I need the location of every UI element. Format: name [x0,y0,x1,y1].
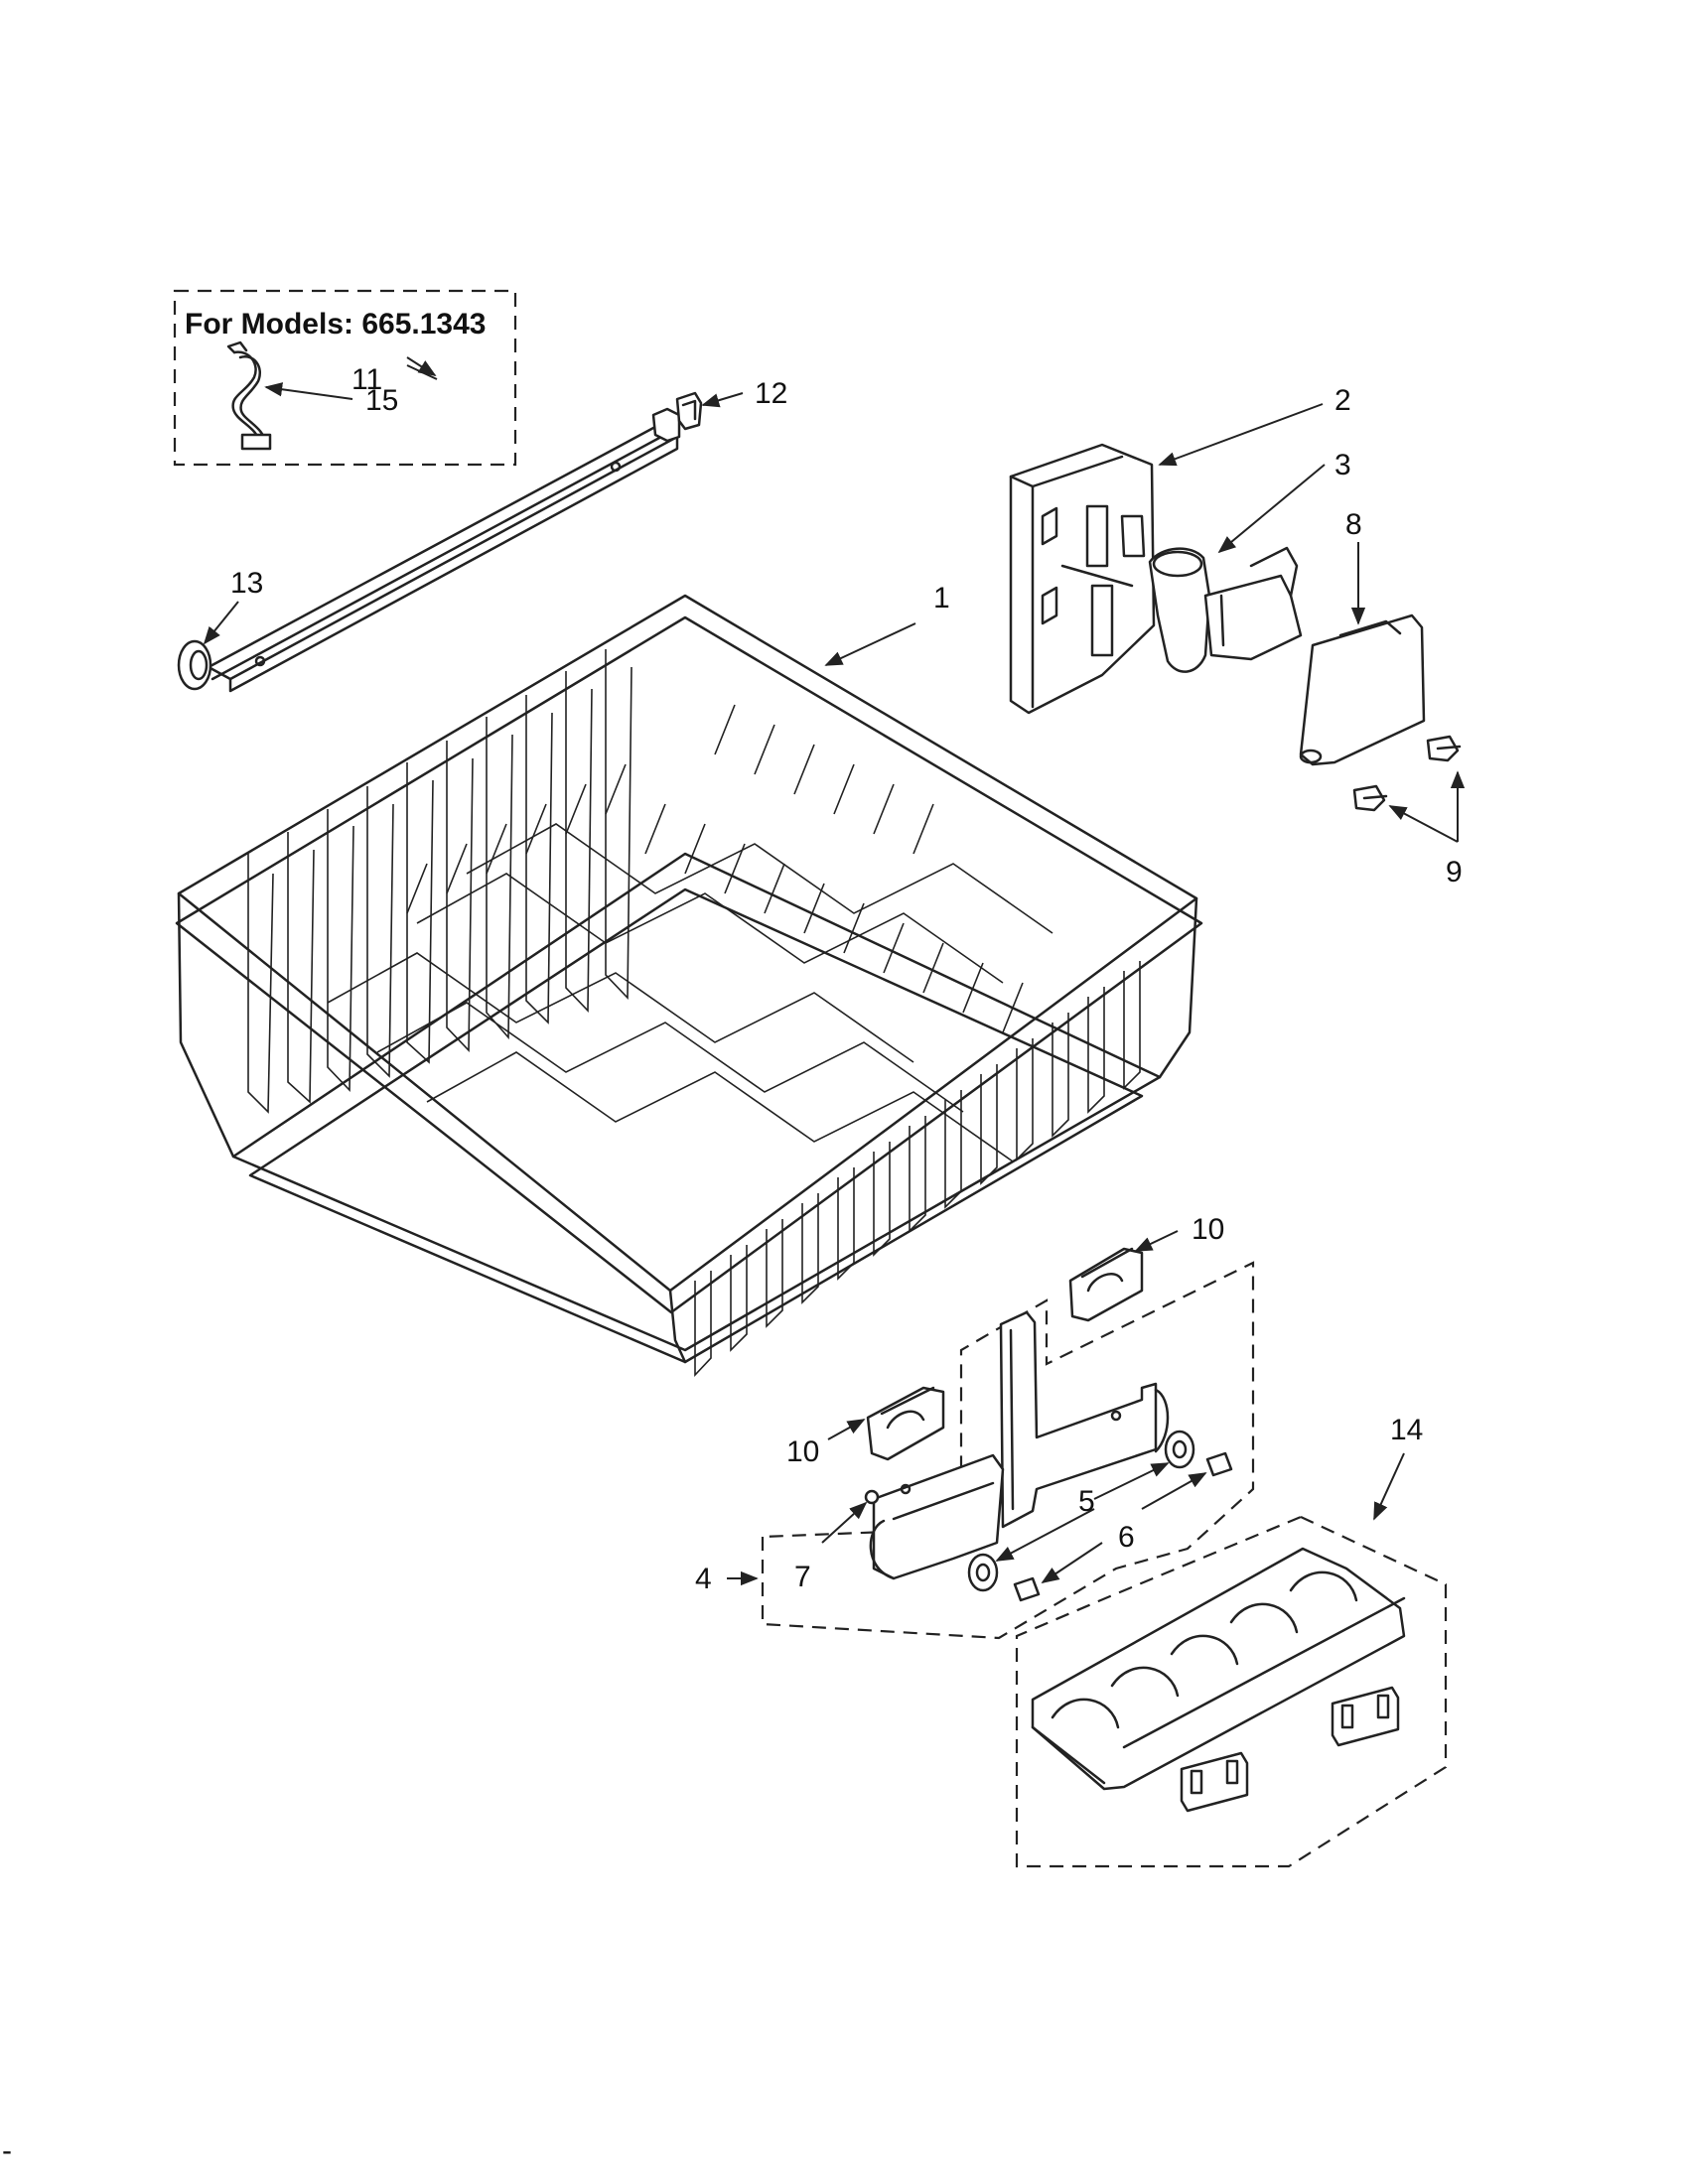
adjuster-housing-part [1009,443,1156,715]
callout-12: 12 [755,377,787,410]
callout-8: 8 [1345,508,1362,541]
rack-clip-upper-part [1068,1247,1144,1322]
cup-shelf-clip-parts [1180,1686,1400,1813]
screw-parts [1352,735,1462,812]
cup-shelf-part [1031,1547,1406,1791]
callout-5: 5 [1078,1485,1095,1518]
assembly-4-boundary [761,1261,1255,1640]
assembly-14-boundary [1015,1515,1448,1868]
callout-10-lower: 10 [786,1435,819,1468]
wire-harness-part [226,341,272,451]
rail-end-cap-part [177,639,212,691]
callout-2: 2 [1334,384,1351,417]
dish-rack-part [175,594,1203,1378]
rail-clip-part [675,391,703,431]
callout-11: 11 [351,363,382,396]
model-inset-title: For Models: 665.1343 [185,308,486,341]
model-inset: For Models: 665.1343 15 [173,289,517,467]
callout-9: 9 [1446,856,1463,888]
footer-mark: - [2,2134,12,2167]
wheel-axle-parts [1013,1451,1233,1602]
callout-14: 14 [1390,1414,1423,1446]
callout-7: 7 [794,1561,811,1593]
rack-clip-lower-part [866,1386,945,1461]
callout-6: 6 [1118,1521,1135,1554]
rack-wheel-parts [967,1430,1195,1592]
callout-3: 3 [1334,449,1351,481]
callout-10-upper: 10 [1192,1213,1224,1246]
rack-rail-part [207,407,681,693]
adjuster-lever-part [1148,546,1303,673]
carrier-screw-part [864,1489,880,1505]
adjuster-cover-part [1299,614,1426,766]
rack-carrier-part [869,1310,1170,1580]
callout-4: 4 [695,1563,712,1595]
callout-13: 13 [230,567,263,600]
callout-15: 15 [365,384,398,417]
callout-1: 1 [933,582,950,614]
